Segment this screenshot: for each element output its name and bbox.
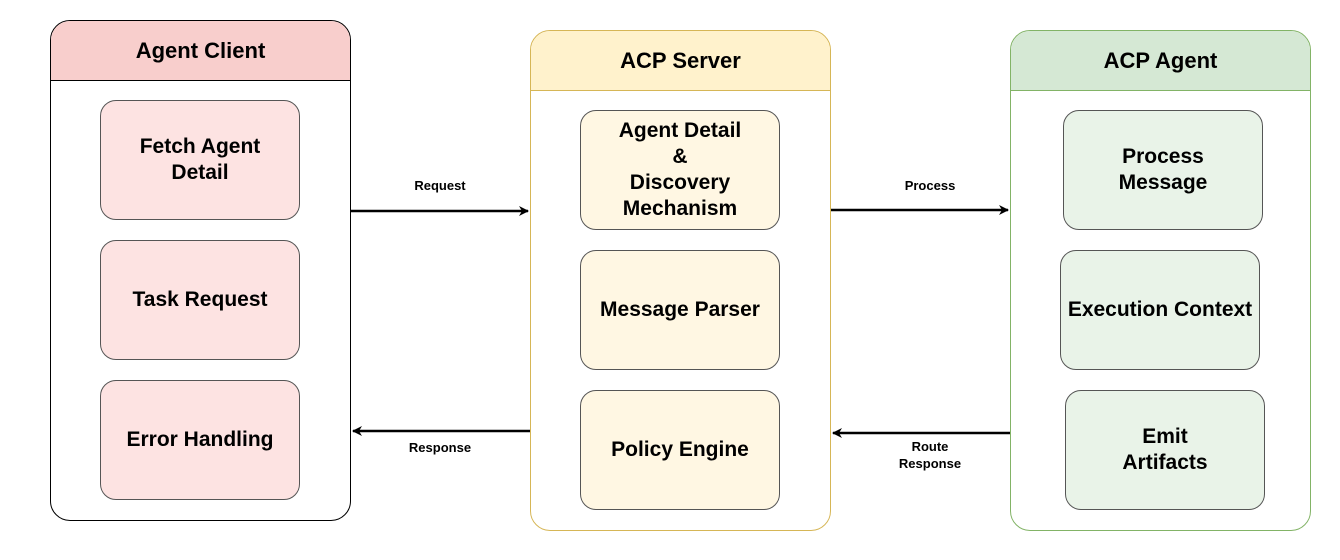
response-label: Response bbox=[408, 440, 472, 455]
policy-engine-box: Policy Engine bbox=[580, 390, 780, 510]
emit-artifacts-box: Emit Artifacts bbox=[1065, 390, 1265, 510]
process-label: Process bbox=[904, 178, 956, 193]
execution-context-box: Execution Context bbox=[1060, 250, 1260, 370]
agent-client-title: Agent Client bbox=[51, 21, 350, 81]
process-message-box: Process Message bbox=[1063, 110, 1263, 230]
error-handling-box: Error Handling bbox=[100, 380, 300, 500]
acp-server-column: ACP Server Agent Detail & Discovery Mech… bbox=[530, 30, 831, 531]
agent-detail-discovery-box: Agent Detail & Discovery Mechanism bbox=[580, 110, 780, 230]
acp-agent-column: ACP Agent Process Message Execution Cont… bbox=[1010, 30, 1311, 531]
task-request-box: Task Request bbox=[100, 240, 300, 360]
acp-server-title: ACP Server bbox=[531, 31, 830, 91]
fetch-agent-detail-box: Fetch Agent Detail bbox=[100, 100, 300, 220]
acp-agent-title: ACP Agent bbox=[1011, 31, 1310, 91]
request-label: Request bbox=[414, 178, 466, 193]
agent-client-column: Agent Client Fetch Agent Detail Task Req… bbox=[50, 20, 351, 521]
message-parser-box: Message Parser bbox=[580, 250, 780, 370]
route-response-label: Route Response bbox=[898, 439, 962, 471]
